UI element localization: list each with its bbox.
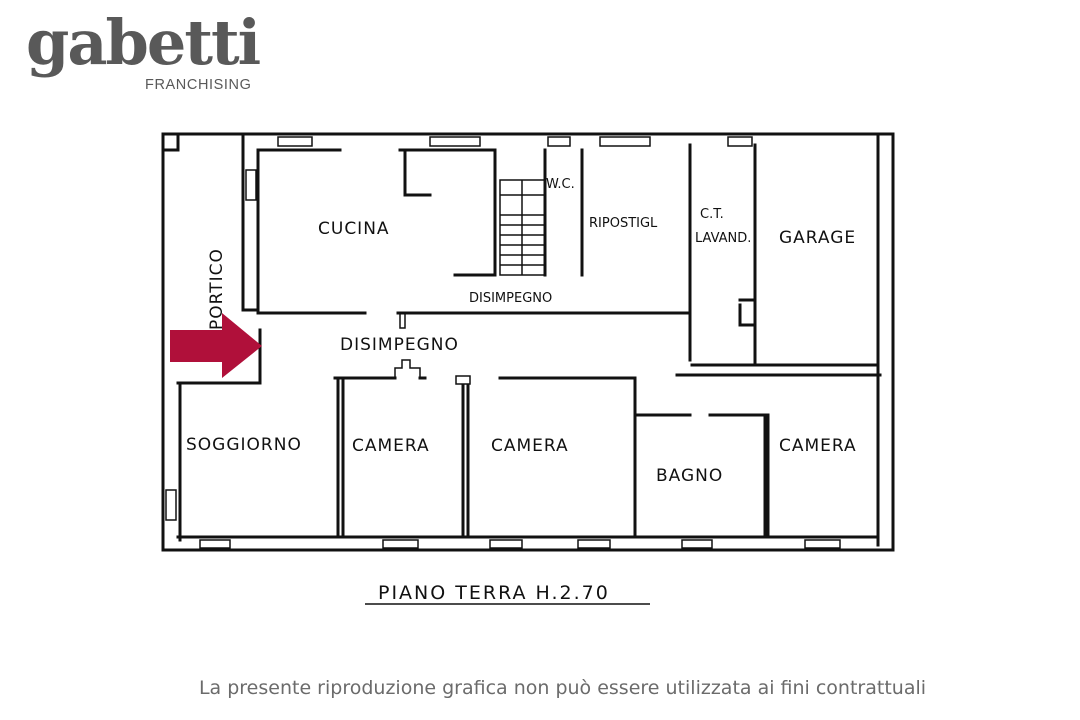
- room-label-cucina: CUCINA: [318, 219, 390, 239]
- disclaimer-text: La presente riproduzione grafica non può…: [198, 677, 927, 699]
- logo-wordmark: gabetti: [26, 6, 261, 79]
- room-label-camera-3: CAMERA: [779, 436, 857, 456]
- room-label-wc: W.C.: [546, 177, 575, 192]
- gabetti-logo: gabetti FRANCHISING: [24, 12, 261, 110]
- room-label-garage: GARAGE: [779, 228, 856, 248]
- logo-subtitle: FRANCHISING: [145, 77, 252, 93]
- room-label-bagno: BAGNO: [656, 466, 723, 486]
- room-label-disimpegno: DISIMPEGNO: [340, 335, 459, 355]
- room-label-ct: C.T.: [700, 207, 724, 222]
- room-label-soggiorno: SOGGIORNO: [186, 435, 302, 455]
- entrance-arrow-icon: [170, 313, 262, 378]
- room-label-disimpegno-upper: DISIMPEGNO: [469, 291, 552, 306]
- plan-title: PIANO TERRA H.2.70: [378, 582, 610, 604]
- room-label-lavanderia: LAVAND.: [695, 231, 751, 246]
- room-label-portico: PORTICO: [207, 248, 227, 330]
- room-label-camera-1: CAMERA: [352, 436, 430, 456]
- room-label-camera-2: CAMERA: [491, 436, 569, 456]
- room-label-ripostiglio: RIPOSTIGL: [589, 216, 658, 231]
- walls: [161, 132, 895, 552]
